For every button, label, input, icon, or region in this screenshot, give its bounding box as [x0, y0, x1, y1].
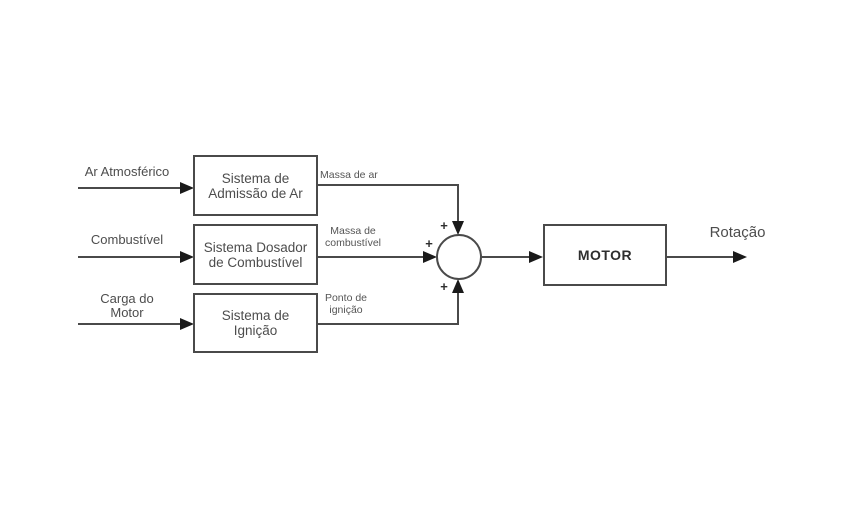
signal-label-line: Massa de ar	[320, 169, 378, 181]
output-label-rotacao: Rotação	[695, 225, 780, 241]
signal-label-line: Ponto de	[324, 292, 368, 304]
signal-label-line: ignição	[329, 303, 363, 316]
block-label-line: Sistema de	[221, 308, 290, 323]
block-label-line: Sistema Dosador	[203, 239, 308, 255]
block-sistema-ignicao: Sistema de Ignição	[193, 293, 318, 353]
signal-label-ponto-de-ignicao: Ponto de ignição	[320, 292, 372, 316]
signal-label-line: combustível	[324, 236, 382, 249]
plus-sign-top: +	[440, 218, 448, 233]
arrowhead-junction-to-motor-icon	[529, 251, 543, 263]
block-motor: MOTOR	[543, 224, 667, 286]
signal-label-line: Massa de	[330, 225, 376, 237]
block-sistema-dosador-combustivel: Sistema Dosador de Combustível	[193, 224, 318, 285]
arrowhead-ponto-ignicao-icon	[452, 279, 464, 293]
input-label-line: Carga do	[100, 291, 154, 306]
arrowhead-massa-combustivel-icon	[423, 251, 437, 263]
input-label-line: Motor	[110, 305, 144, 320]
block-label-line: Sistema de	[221, 170, 290, 186]
block-sistema-admissao-de-ar: Sistema de Admissão de Ar	[193, 155, 318, 216]
motor-label: MOTOR	[577, 246, 633, 263]
arrowhead-ar-input-icon	[180, 182, 194, 194]
input-label-ar-atmosferico: Ar Atmosférico	[69, 165, 185, 179]
plus-sign-left: +	[425, 236, 433, 251]
arrow-line-massa-de-ar	[318, 184, 459, 221]
arrow-line-ponto-ignicao	[318, 293, 459, 325]
block-label-line: Ignição	[233, 323, 278, 338]
output-label-line: Rotação	[709, 224, 766, 241]
arrowhead-rotacao-output-icon	[733, 251, 747, 263]
input-label-combustivel: Combustível	[69, 233, 185, 247]
input-label-line: Ar Atmosférico	[84, 164, 170, 179]
input-label-line: Combustível	[90, 232, 164, 247]
arrowhead-massa-de-ar-icon	[452, 221, 464, 235]
summing-junction	[436, 234, 482, 280]
arrowhead-combustivel-input-icon	[180, 251, 194, 263]
input-label-carga-do-motor: Carga do Motor	[69, 292, 185, 320]
signal-label-massa-de-ar: Massa de ar	[320, 169, 390, 182]
block-label-line: de Combustível	[208, 254, 303, 270]
block-label-line: Admissão de Ar	[208, 185, 303, 201]
signal-label-massa-de-combustivel: Massa de combustível	[320, 225, 386, 249]
arrowhead-carga-input-icon	[180, 318, 194, 330]
plus-sign-bottom: +	[440, 279, 448, 294]
